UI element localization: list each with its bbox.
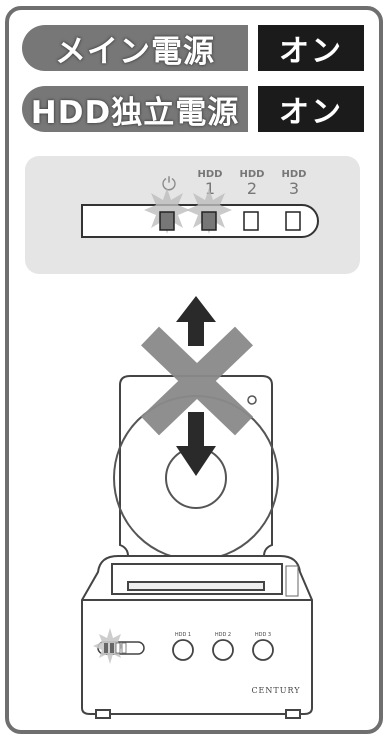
dock-button-label-2: HDD 2	[214, 632, 232, 638]
hdd3-button	[252, 639, 274, 661]
hdd-power-label: HDD独立電源	[30, 94, 240, 131]
dock-button-label-1: HDD 1	[174, 632, 192, 638]
main-power-label-pill: メイン電源	[22, 25, 248, 71]
main-power-label: メイン電源	[55, 33, 215, 70]
hdd-power-label-pill: HDD独立電源	[22, 86, 248, 132]
hdd-power-state: オン	[258, 86, 364, 132]
hdd2-button	[212, 639, 234, 661]
dock	[81, 555, 313, 719]
power-icon: ⏻	[161, 174, 177, 195]
down-arrow-icon	[176, 412, 216, 476]
power-led	[159, 211, 175, 231]
hard-disk	[119, 375, 273, 586]
hdd1-led-glow	[186, 188, 232, 234]
main-power-state: オン	[258, 25, 364, 71]
brand-label: CENTURY	[251, 686, 301, 695]
hdd1-button	[172, 639, 194, 661]
hdd3-led	[285, 211, 301, 231]
dock-button-label-3: HDD 3	[254, 632, 272, 638]
cross-icon	[141, 326, 253, 436]
hdd2-led	[243, 211, 259, 231]
dock-side-indicators	[285, 565, 299, 597]
power-led-glow	[144, 188, 190, 234]
hdd1-led	[201, 211, 217, 231]
up-arrow-icon	[176, 296, 216, 346]
